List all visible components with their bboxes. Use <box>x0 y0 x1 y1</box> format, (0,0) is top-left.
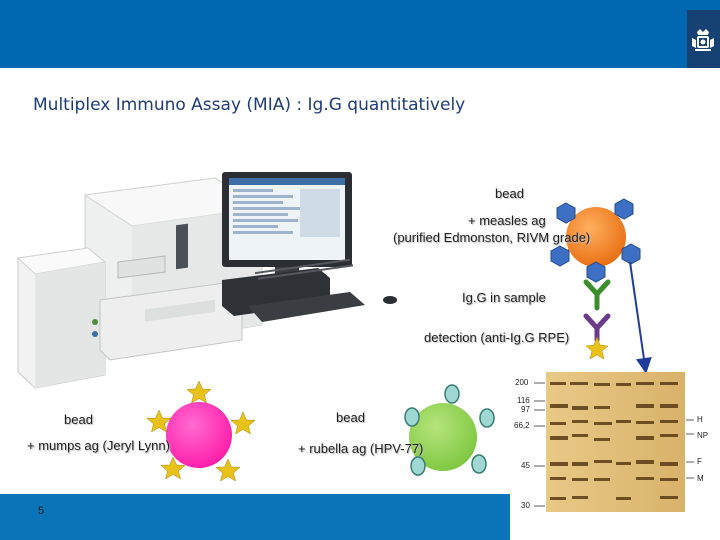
sds-page-gel-image <box>534 372 694 512</box>
arrow-to-gel-icon <box>629 261 652 374</box>
gel-marker-label: 30 <box>521 501 530 510</box>
rubella-bead <box>409 403 477 471</box>
gel-band-label: F <box>697 457 702 466</box>
rubella-antigen-label: + rubella ag (HPV-77) <box>298 441 424 456</box>
rubella-bead-label: bead <box>336 410 365 425</box>
header-bar <box>0 0 720 68</box>
mumps-antigen-label: + mumps ag (Jeryl Lynn) <box>27 438 170 453</box>
gel-band-label: NP <box>697 431 709 440</box>
gel-band-label: H <box>697 415 703 424</box>
mumps-bead-label: bead <box>64 412 93 427</box>
slide-title: Multiplex Immuno Assay (MIA) : Ig.G quan… <box>33 95 466 115</box>
igg-label: Ig.G in sample <box>462 290 546 305</box>
measles-bead-diagram <box>550 198 641 360</box>
gel-marker-label: 97 <box>521 405 530 414</box>
rijksoverheid-crest-icon <box>692 29 714 51</box>
measles-bead-label: bead <box>495 186 524 201</box>
gel-marker-label: 200 <box>515 378 529 387</box>
mumps-bead <box>166 402 232 468</box>
logo-panel <box>687 10 720 68</box>
gel-marker-label: 45 <box>521 461 530 470</box>
measles-antigen-label: + measles ag <box>468 213 546 228</box>
gel-marker-label: 116 <box>517 396 530 405</box>
computer-workstation-image <box>222 172 397 322</box>
measles-antigen-source: (purified Edmonston, RIVM grade) <box>393 230 591 245</box>
igg-antibody-icon <box>583 279 611 311</box>
mumps-bead-diagram <box>146 380 256 482</box>
gel-band-label: M <box>697 474 704 483</box>
rpe-star-icon <box>585 336 609 360</box>
page-number: 5 <box>38 505 45 517</box>
rubella-bead-diagram <box>404 384 495 476</box>
measles-bead <box>566 207 626 267</box>
footer-bar <box>0 494 510 540</box>
gel-marker-label: 66,2 <box>514 421 530 430</box>
detection-label: detection (anti-Ig.G RPE) <box>424 330 570 345</box>
